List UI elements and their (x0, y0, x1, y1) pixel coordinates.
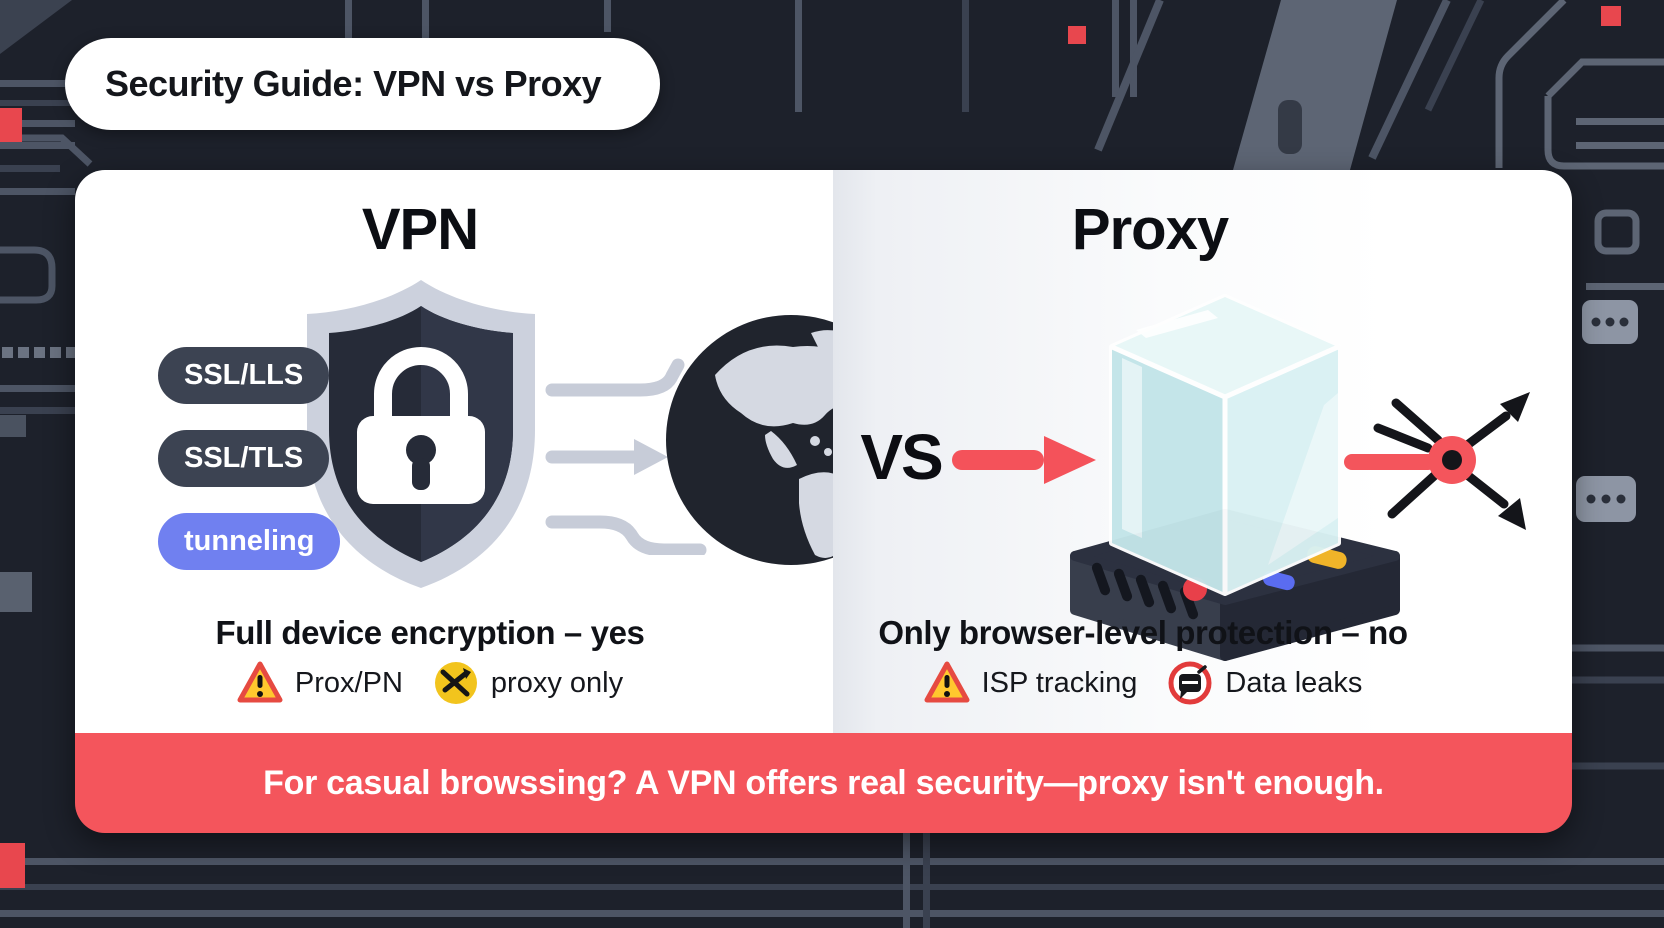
banner-text: For casual browssing? A VPN offers real … (263, 763, 1384, 802)
badge-label: ISP tracking (981, 666, 1138, 699)
title-pill: Security Guide: VPN vs Proxy (65, 38, 660, 130)
page-title: Security Guide: VPN vs Proxy (105, 63, 602, 104)
globe-icon (666, 315, 833, 565)
red-arrow-icon (952, 436, 1096, 484)
vpn-badge-warning: Prox/PN (237, 660, 403, 706)
vpn-verdict: Full device encryption – yes (215, 614, 645, 651)
no-entry-icon (1168, 661, 1212, 705)
proxy-badge-isp-tracking: ISP tracking (924, 660, 1138, 706)
feature-pill-tunneling: tunneling (158, 513, 341, 570)
proxy-server-icon (1070, 294, 1400, 661)
vpn-heading: VPN (361, 197, 479, 262)
vpn-panel: VPN (75, 170, 833, 733)
connector-tubes-icon (545, 358, 707, 555)
proxy-panel: Proxy VS (833, 170, 1572, 733)
vpn-badges-row: Prox/PN proxy only (105, 660, 755, 706)
proxy-badge-data-leaks: Data leaks (1167, 660, 1362, 706)
blocked-yellow-icon (434, 662, 477, 704)
badge-label: Prox/PN (294, 666, 403, 699)
feature-pill-ssl-lls: SSL/LLS (158, 347, 330, 404)
proxy-verdict: Only browser-level protection – no (878, 614, 1408, 651)
proxy-badges-row: ISP tracking Data leaks (833, 660, 1453, 706)
feature-pill-ssl-tls: SSL/TLS (158, 430, 330, 487)
footer-banner: For casual browssing? A VPN offers real … (75, 733, 1572, 833)
vpn-badge-proxy-only: proxy only (433, 660, 623, 706)
proxy-heading: Proxy (1071, 197, 1229, 262)
warning-triangle-icon (924, 661, 970, 703)
badge-label: Data leaks (1225, 666, 1363, 699)
warning-triangle-icon (237, 661, 283, 703)
main-card: VPN (75, 170, 1572, 833)
leak-scatter-icon (1344, 392, 1530, 530)
badge-label: proxy only (490, 666, 624, 699)
shield-lock-icon (307, 280, 535, 588)
vs-label: VS (860, 421, 943, 493)
